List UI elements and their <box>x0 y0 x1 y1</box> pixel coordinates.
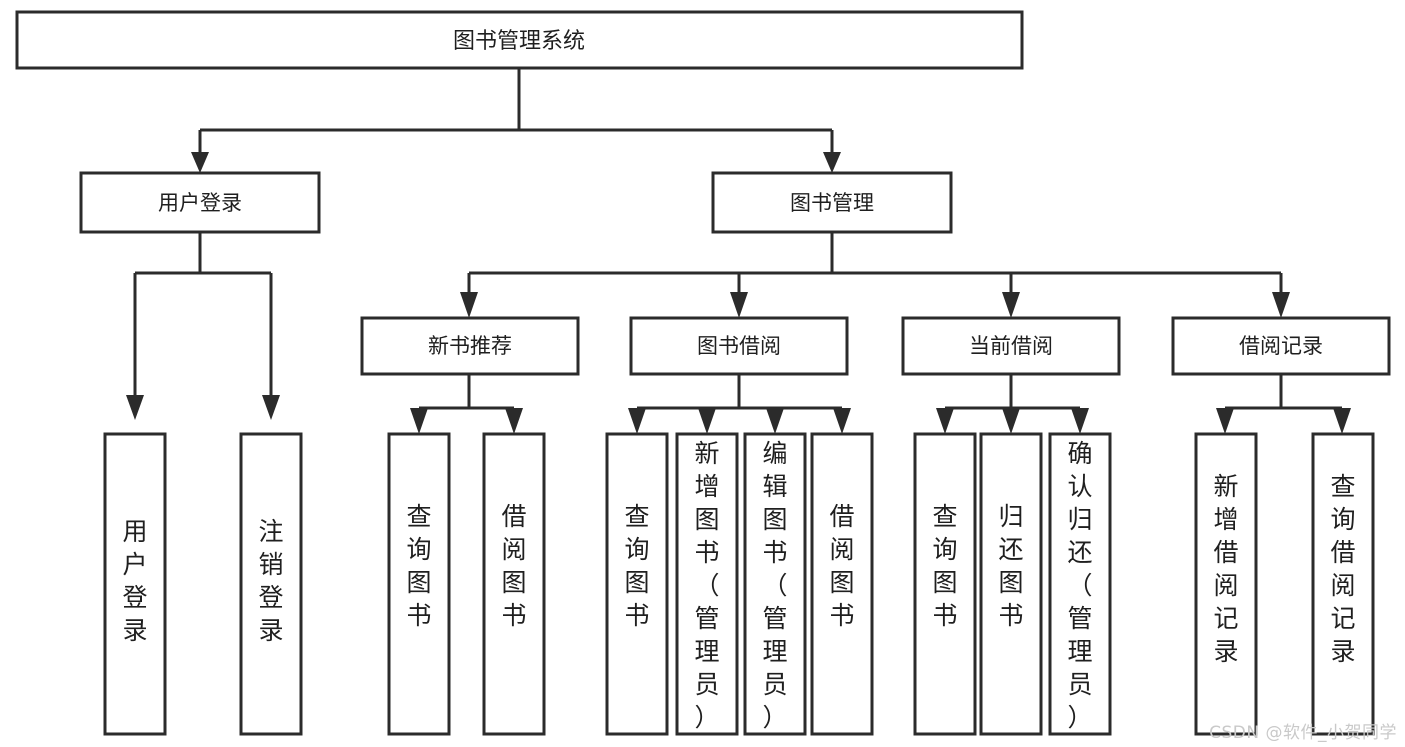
node-leaf-borrow-book-1[interactable]: 借阅图书 <box>482 432 546 736</box>
arrowhead-user-login <box>191 152 209 173</box>
node-leaf-add-borrow-record[interactable]: 新增借阅记录 <box>1194 432 1258 736</box>
node-user-login-label: 用户登录 <box>158 191 242 215</box>
node-user-login-box[interactable] <box>79 171 321 234</box>
node-borrow-record-label: 借阅记录 <box>1239 334 1323 358</box>
node-leaf-query-borrow-record[interactable]: 查询借阅记录 <box>1311 432 1375 736</box>
connectors-root-to-level1 <box>191 68 841 173</box>
node-current-borrow-box[interactable] <box>901 316 1121 376</box>
node-new-book-recommend-box[interactable] <box>360 316 580 376</box>
node-book-borrow-box[interactable] <box>629 316 849 376</box>
connectors-book-borrow-to-leaves <box>628 374 851 434</box>
node-leaf-confirm-return-admin-box[interactable] <box>1048 432 1112 736</box>
node-book-management-system-box[interactable] <box>15 10 1024 70</box>
node-borrow-record[interactable]: 借阅记录 <box>1171 316 1391 376</box>
node-leaf-confirm-return-admin-label: 确认归还（管理员） <box>1067 439 1092 732</box>
node-leaf-add-book-admin[interactable]: 新增图书（管理员） <box>675 432 739 736</box>
node-leaf-borrow-book-1-box[interactable] <box>482 432 546 736</box>
arrowhead-borrow-record <box>1272 292 1290 318</box>
node-new-book-recommend[interactable]: 新书推荐 <box>360 316 580 376</box>
arrowhead-book-management <box>823 152 841 173</box>
node-leaf-borrow-book-2-box[interactable] <box>810 432 874 736</box>
arrowhead-leaf-logout-login <box>262 395 280 420</box>
node-leaf-query-book-3[interactable]: 查询图书 <box>913 432 977 736</box>
node-leaf-add-book-admin-label: 新增图书（管理员） <box>694 439 719 732</box>
connectors-book-management-to-level2 <box>460 232 1290 318</box>
node-leaf-add-borrow-record-label: 新增借阅记录 <box>1213 472 1238 666</box>
node-current-borrow-label: 当前借阅 <box>969 334 1053 358</box>
node-leaf-query-book-3-box[interactable] <box>913 432 977 736</box>
node-leaf-borrow-book-2[interactable]: 借阅图书 <box>810 432 874 736</box>
arrowhead-leaf-query-book-1 <box>410 408 428 434</box>
arrowhead-leaf-borrow-book-1 <box>505 408 523 434</box>
node-leaf-user-login-label: 用户登录 <box>122 517 147 645</box>
node-current-borrow[interactable]: 当前借阅 <box>901 316 1121 376</box>
connector-new-book-recommend-split <box>417 374 516 415</box>
node-leaf-query-book-1[interactable]: 查询图书 <box>387 432 451 736</box>
arrowhead-leaf-add-book-admin <box>698 408 716 434</box>
node-leaf-query-book-2[interactable]: 查询图书 <box>605 432 669 736</box>
node-leaf-return-book-box[interactable] <box>979 432 1043 736</box>
connector-current-borrow-split <box>945 374 1080 410</box>
node-leaf-add-borrow-record-box[interactable] <box>1194 432 1258 736</box>
arrowhead-leaf-confirm-return-admin <box>1071 408 1089 434</box>
arrowhead-leaf-query-book-2 <box>628 408 646 434</box>
connectors-user-login-to-leaves <box>126 232 280 420</box>
node-leaf-borrow-book-1-label: 借阅图书 <box>501 502 526 630</box>
node-leaf-query-book-1-box[interactable] <box>387 432 451 736</box>
arrowhead-leaf-user-login <box>126 395 144 420</box>
node-leaf-query-borrow-record-label: 查询借阅记录 <box>1330 472 1355 666</box>
node-leaf-logout-login[interactable]: 注销登录 <box>239 432 303 736</box>
node-book-management-system-label: 图书管理系统 <box>453 29 585 54</box>
arrowhead-leaf-query-borrow-record <box>1333 408 1351 434</box>
node-leaf-return-book-label: 归还图书 <box>998 502 1023 630</box>
connector-book-borrow-split <box>637 374 842 410</box>
node-leaf-add-book-admin-box[interactable] <box>675 432 739 736</box>
node-leaf-return-book[interactable]: 归还图书 <box>979 432 1043 736</box>
node-leaf-edit-book-admin-box[interactable] <box>743 432 807 736</box>
node-leaf-user-login[interactable]: 用户登录 <box>103 432 167 736</box>
node-leaf-borrow-book-2-label: 借阅图书 <box>829 502 854 630</box>
connector-root-split <box>198 68 834 152</box>
node-leaf-edit-book-admin[interactable]: 编辑图书（管理员） <box>743 432 807 736</box>
node-new-book-recommend-label: 新书推荐 <box>428 334 512 358</box>
node-leaf-query-book-2-label: 查询图书 <box>624 502 649 630</box>
node-book-management-label: 图书管理 <box>790 191 874 215</box>
node-book-management[interactable]: 图书管理 <box>711 171 953 234</box>
node-leaf-query-book-1-label: 查询图书 <box>406 502 431 630</box>
connectors-borrow-record-to-leaves <box>1216 374 1351 434</box>
node-book-management-system[interactable]: 图书管理系统 <box>15 10 1024 70</box>
node-user-login[interactable]: 用户登录 <box>79 171 321 234</box>
node-leaf-confirm-return-admin[interactable]: 确认归还（管理员） <box>1048 432 1112 736</box>
connector-borrow-record-split <box>1225 374 1342 410</box>
arrowhead-leaf-add-borrow-record <box>1216 408 1234 434</box>
node-borrow-record-box[interactable] <box>1171 316 1391 376</box>
node-leaf-user-login-box[interactable] <box>103 432 167 736</box>
arrowhead-leaf-edit-book-admin <box>766 408 784 434</box>
connector-user-login-split <box>133 232 273 395</box>
node-leaf-query-borrow-record-box[interactable] <box>1311 432 1375 736</box>
node-book-management-box[interactable] <box>711 171 953 234</box>
connectors-current-borrow-to-leaves <box>936 374 1089 434</box>
arrowhead-book-borrow <box>730 292 748 318</box>
arrowhead-leaf-return-book <box>1002 408 1020 434</box>
node-leaf-query-book-3-label: 查询图书 <box>932 502 957 630</box>
connectors-new-book-recommend-to-leaves <box>410 374 523 434</box>
node-leaf-edit-book-admin-label: 编辑图书（管理员） <box>762 439 787 732</box>
node-leaf-logout-login-box[interactable] <box>239 432 303 736</box>
arrowhead-new-book-recommend <box>460 292 478 318</box>
node-leaf-query-book-2-box[interactable] <box>605 432 669 736</box>
arrowhead-current-borrow <box>1002 292 1020 318</box>
node-book-borrow-label: 图书借阅 <box>697 334 781 358</box>
connector-book-management-split <box>467 232 1283 292</box>
node-book-borrow[interactable]: 图书借阅 <box>629 316 849 376</box>
node-leaf-logout-login-label: 注销登录 <box>258 517 283 645</box>
arrowhead-leaf-query-book-3 <box>936 408 954 434</box>
arrowhead-leaf-borrow-book-2 <box>833 408 851 434</box>
